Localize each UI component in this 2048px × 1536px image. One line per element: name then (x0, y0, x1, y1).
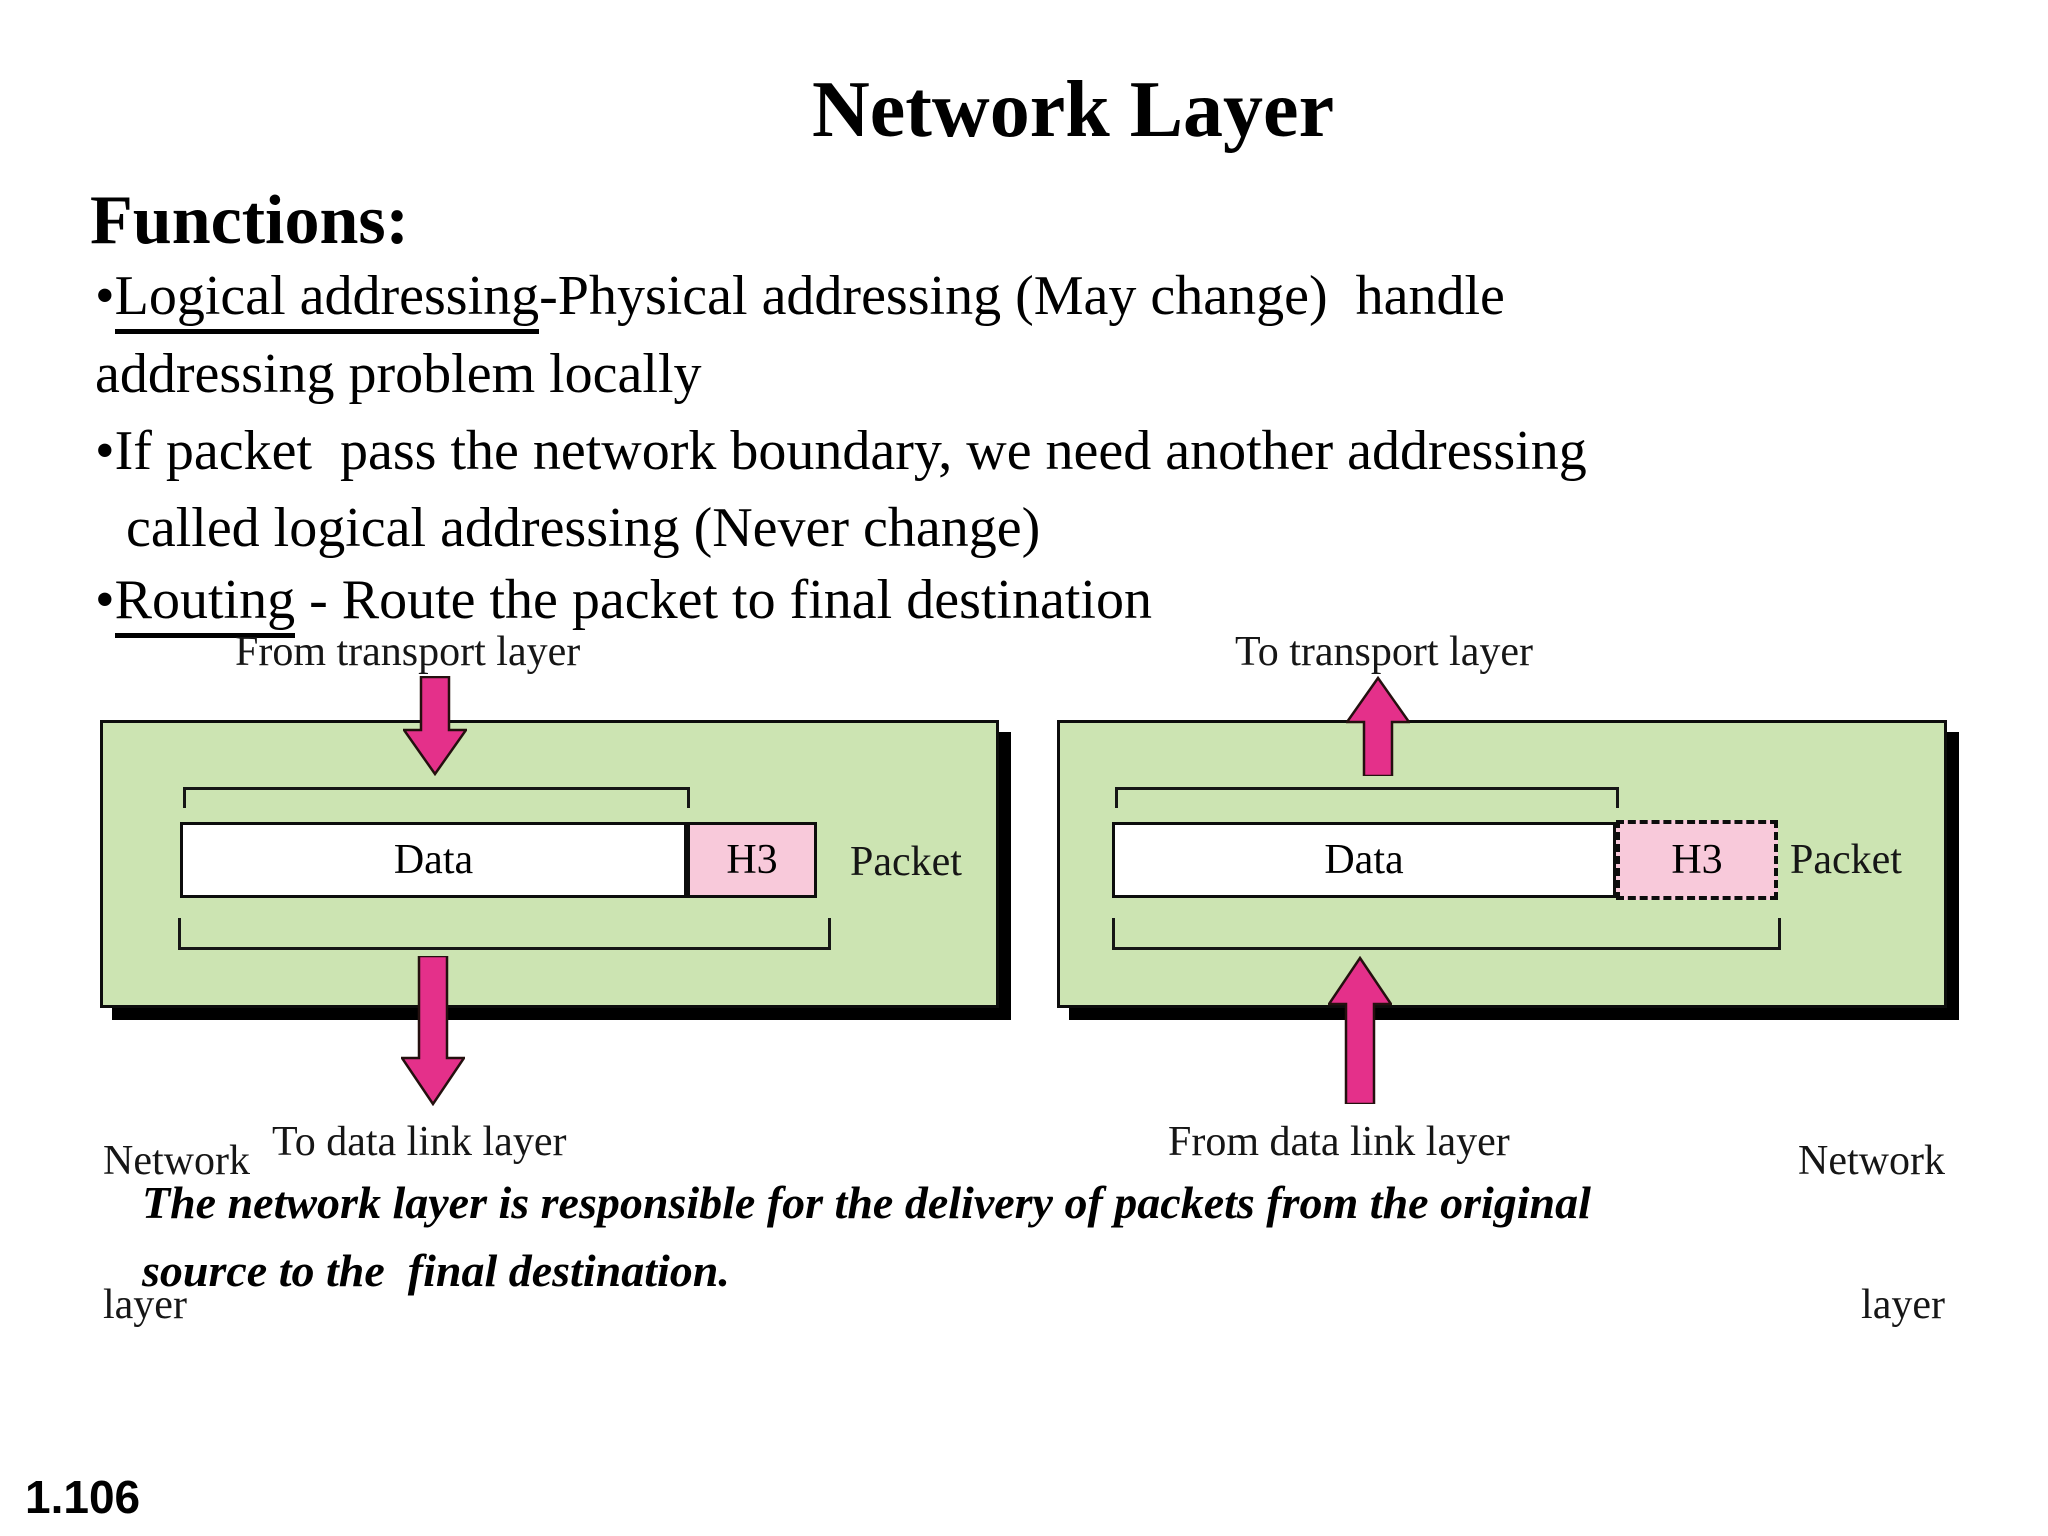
h3-label: H3 (726, 837, 778, 883)
page-title: Network Layer (812, 66, 1335, 154)
data-span-bracket-left (183, 787, 690, 808)
bullet-text: addressing problem locally (95, 343, 702, 405)
h3-header-box-right: H3 (1616, 820, 1778, 900)
underlined-term: Routing (114, 569, 296, 638)
packet-label-left: Packet (850, 839, 962, 885)
bullet-logical-addressing-line2: addressing problem locally (95, 346, 702, 402)
bullet-marker: • (95, 420, 115, 482)
bullet-text: If packet pass the network boundary, we … (114, 420, 1587, 482)
down-arrow-icon (401, 956, 465, 1106)
up-arrow-icon (1328, 956, 1392, 1104)
from-transport-layer-label: From transport layer (235, 629, 581, 675)
to-data-link-layer-label: To data link layer (272, 1119, 567, 1165)
bullet-packet-boundary-line2: called logical addressing (Never change) (112, 500, 1040, 556)
data-label: Data (393, 837, 474, 883)
bullet-logical-addressing: •Logical addressing-Physical addressing … (95, 265, 1505, 334)
to-transport-layer-label: To transport layer (1235, 629, 1533, 675)
down-arrow-icon (403, 676, 467, 776)
bullet-marker: • (95, 569, 115, 631)
bullet-text: called logical addressing (Never change) (112, 497, 1041, 559)
caption-line1: The network layer is responsible for the… (142, 1177, 1591, 1228)
bullet-text: -Physical addressing (May change) handle (539, 265, 1505, 327)
caption-line2: source to the final destination. (142, 1245, 730, 1296)
network-layer-line1: Network (103, 1137, 250, 1184)
up-arrow-icon (1346, 676, 1410, 776)
underlined-term: Logical addressing (114, 265, 540, 334)
network-layer-label-right: Network layer (1745, 1040, 1945, 1426)
data-box-left: Data (180, 822, 687, 898)
bullet-marker: • (95, 265, 115, 327)
network-layer-line1: Network (1798, 1137, 1945, 1184)
data-span-bracket-right (1115, 787, 1619, 808)
bullet-text: - Route the packet to final destination (295, 569, 1152, 631)
packet-span-bracket-right (1112, 918, 1781, 950)
packet-label-right: Packet (1790, 837, 1902, 883)
bullet-routing: •Routing - Route the packet to final des… (95, 569, 1152, 638)
functions-heading: Functions: (90, 182, 409, 259)
bullet-packet-boundary: •If packet pass the network boundary, we… (95, 423, 1587, 479)
data-box-right: Data (1112, 822, 1616, 898)
h3-label: H3 (1671, 837, 1723, 883)
network-layer-line2: layer (1861, 1282, 1945, 1329)
h3-header-box-left: H3 (687, 822, 817, 898)
data-label: Data (1324, 837, 1404, 883)
network-layer-label-left: Network layer (103, 1040, 250, 1426)
page-number: 1.106 (25, 1471, 141, 1523)
from-data-link-layer-label: From data link layer (1168, 1119, 1510, 1165)
packet-span-bracket-left (178, 918, 831, 950)
network-layer-line2: layer (103, 1282, 187, 1329)
